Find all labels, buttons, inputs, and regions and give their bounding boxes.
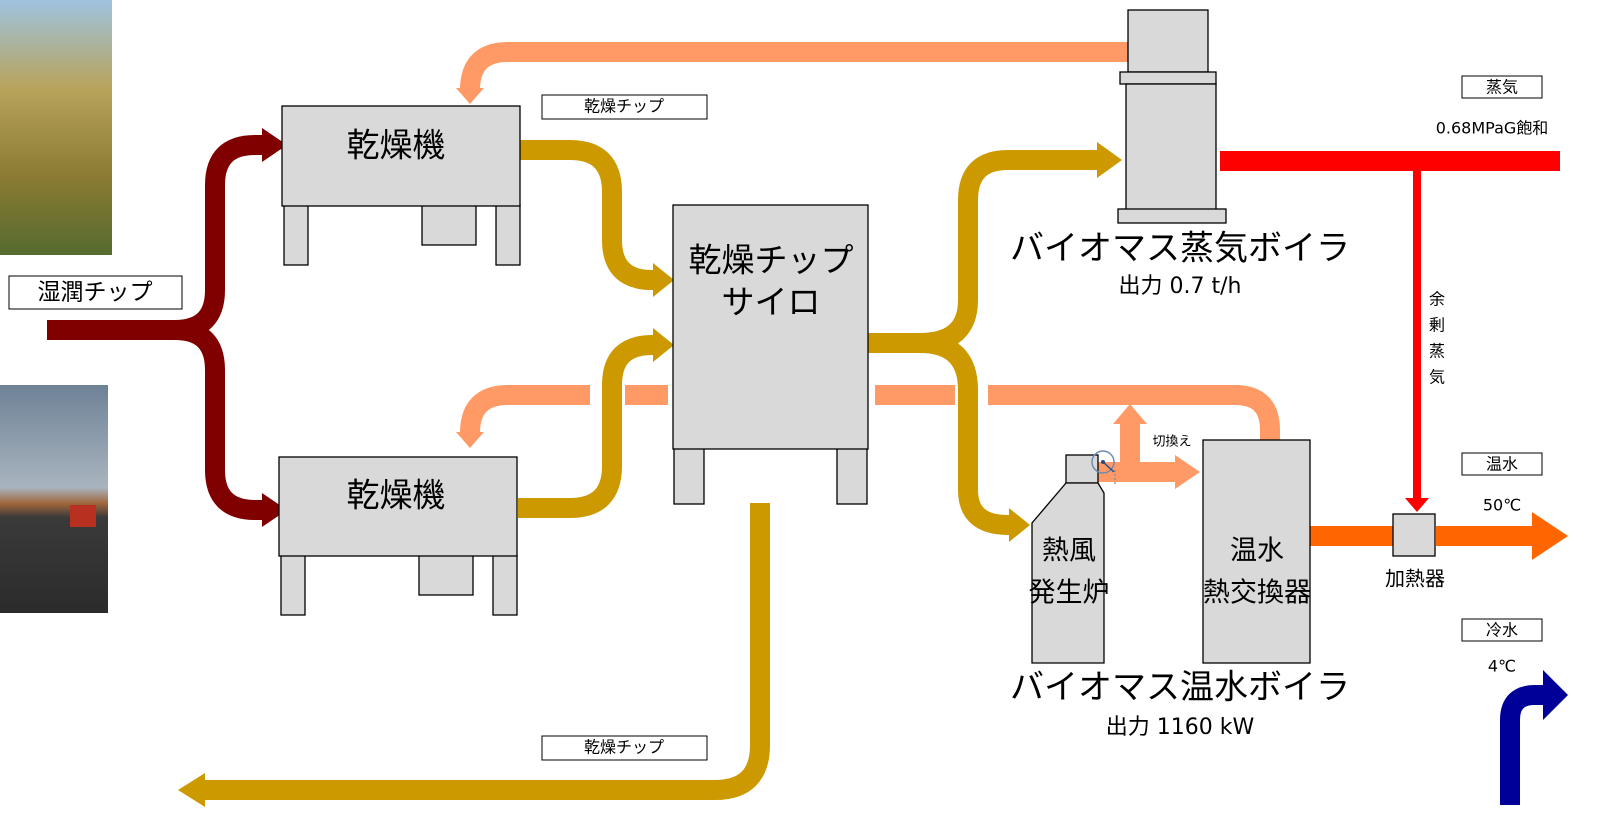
hot-water-tag	[1461, 452, 1543, 476]
dry-chip-arrowhead	[1097, 142, 1122, 178]
wet-chip-arrowhead	[262, 493, 287, 527]
dry-chip-silo	[672, 204, 869, 505]
steam-boiler-output: 出力 0.7 t/h	[1119, 274, 1242, 299]
hw-boiler-output: 出力 1160 kW	[1106, 715, 1255, 740]
heater	[1392, 513, 1436, 557]
steam-tag-label: 蒸気	[1486, 78, 1518, 97]
hot-water-temp-label: 50℃	[1483, 496, 1521, 515]
switch-damper-icon	[1091, 450, 1116, 484]
dry-chip-tag-bottom	[541, 735, 708, 761]
hot-air-furnace	[1031, 454, 1105, 664]
loader-vehicle	[70, 505, 96, 527]
hot-air-arrowhead	[1113, 404, 1147, 424]
dry-chip-tag-top	[541, 94, 708, 120]
surplus-steam-arrowhead	[1405, 498, 1429, 512]
dry-chip-label-top: 乾燥チップ	[584, 97, 664, 116]
cold-water-flow	[1500, 685, 1545, 805]
heater-label: 加熱器	[1385, 567, 1445, 591]
dry-chip-flow	[200, 140, 1100, 800]
hot-water-arrowhead	[1532, 512, 1568, 560]
chip-yard-photo	[0, 385, 108, 613]
hw-exchanger-label-line2: 熱交換器	[1203, 578, 1311, 609]
hot-air-furnace-label-line1: 熱風	[1042, 536, 1096, 567]
hot-air-arrowhead	[456, 432, 484, 448]
dryer-bottom	[278, 456, 518, 616]
dryer-top-label: 乾燥機	[347, 126, 446, 165]
wet-chip-flow	[47, 135, 265, 520]
hot-water-heat-exchanger	[1202, 439, 1311, 664]
surplus-steam-char-4: 気	[1429, 368, 1445, 387]
steam-boiler-name: バイオマス蒸気ボイラ	[1010, 229, 1350, 269]
cold-water-tag-label: 冷水	[1486, 621, 1518, 640]
steam-tag	[1461, 75, 1543, 99]
surplus-steam-char-1: 余	[1429, 290, 1445, 309]
steam-spec-label: 0.68MPaG飽和	[1436, 119, 1549, 138]
hot-water-tag-label: 温水	[1486, 455, 1518, 474]
wet-chip-tag	[8, 275, 183, 310]
dry-chip-arrowhead	[1009, 508, 1030, 542]
wet-chip-label: 湿潤チップ	[38, 280, 153, 306]
silo-label-line2: サイロ	[722, 283, 821, 322]
steam-flow	[1220, 151, 1560, 500]
surplus-steam-char-3: 蒸	[1429, 342, 1445, 361]
silo-label-line1: 乾燥チップ	[689, 241, 854, 280]
dryer-top	[281, 105, 521, 266]
hw-exchanger-label-line1: 温水	[1230, 536, 1284, 567]
forest-photo	[0, 0, 112, 255]
surplus-steam-char-2: 剰	[1429, 316, 1445, 335]
switch-label: 切換え	[1152, 435, 1191, 450]
cold-water-temp-label: 4℃	[1488, 657, 1516, 676]
dry-chip-label-bottom: 乾燥チップ	[584, 738, 664, 757]
dry-chip-arrowhead	[178, 773, 205, 807]
dry-chip-arrowhead	[653, 328, 674, 362]
hot-air-arrowhead	[1175, 455, 1200, 489]
cold-water-arrowhead	[1543, 670, 1568, 720]
dry-chip-arrowhead	[653, 263, 674, 297]
hw-boiler-name: バイオマス温水ボイラ	[1010, 668, 1350, 708]
dryer-bottom-label: 乾燥機	[347, 476, 446, 515]
hot-air-furnace-label-line2: 発生炉	[1029, 578, 1110, 609]
wet-chip-arrowhead	[262, 128, 287, 162]
hot-air-arrowhead	[456, 88, 484, 104]
steam-boiler	[1117, 9, 1227, 224]
cold-water-tag	[1461, 618, 1543, 642]
